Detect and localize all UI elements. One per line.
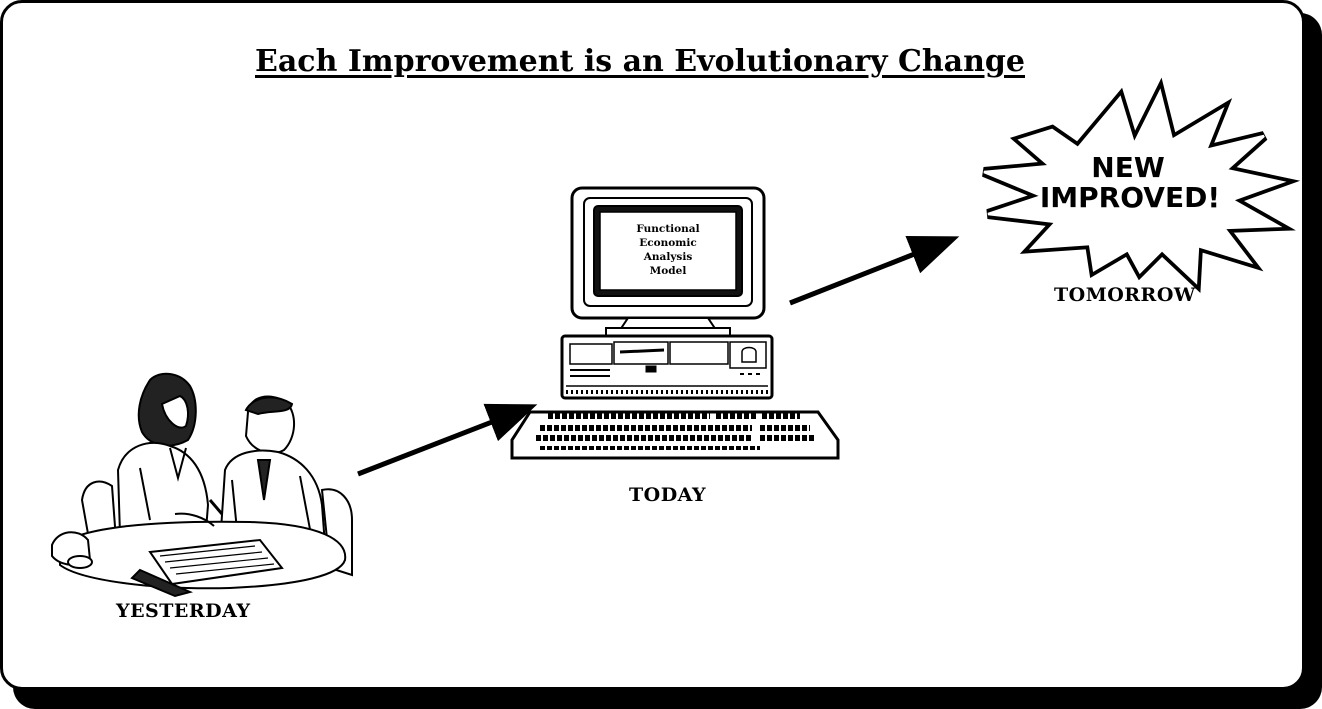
label-yesterday: YESTERDAY (116, 600, 251, 622)
burst-text-improved: IMPROVED! (1040, 181, 1220, 214)
slide-title: Each Improvement is an Evolutionary Chan… (255, 44, 1025, 79)
burst-text: NEW IMPROVED! (1040, 151, 1220, 214)
label-today: TODAY (629, 484, 707, 506)
screen-line-3: Analysis (643, 251, 693, 263)
burst-text-new: NEW (1091, 151, 1165, 184)
screen-line-2: Economic (639, 237, 697, 249)
arrow-today-to-tomorrow (789, 236, 960, 306)
arrow-yesterday-to-today (357, 403, 538, 477)
starburst-illustration (982, 77, 1301, 294)
screen-text: Functional Economic Analysis Model (636, 223, 699, 277)
screen-line-1: Functional (636, 223, 699, 235)
computer-illustration (510, 186, 840, 460)
screen-line-4: Model (650, 265, 687, 277)
label-tomorrow: TOMORROW (1054, 284, 1196, 306)
meeting-people-illustration (51, 372, 353, 598)
